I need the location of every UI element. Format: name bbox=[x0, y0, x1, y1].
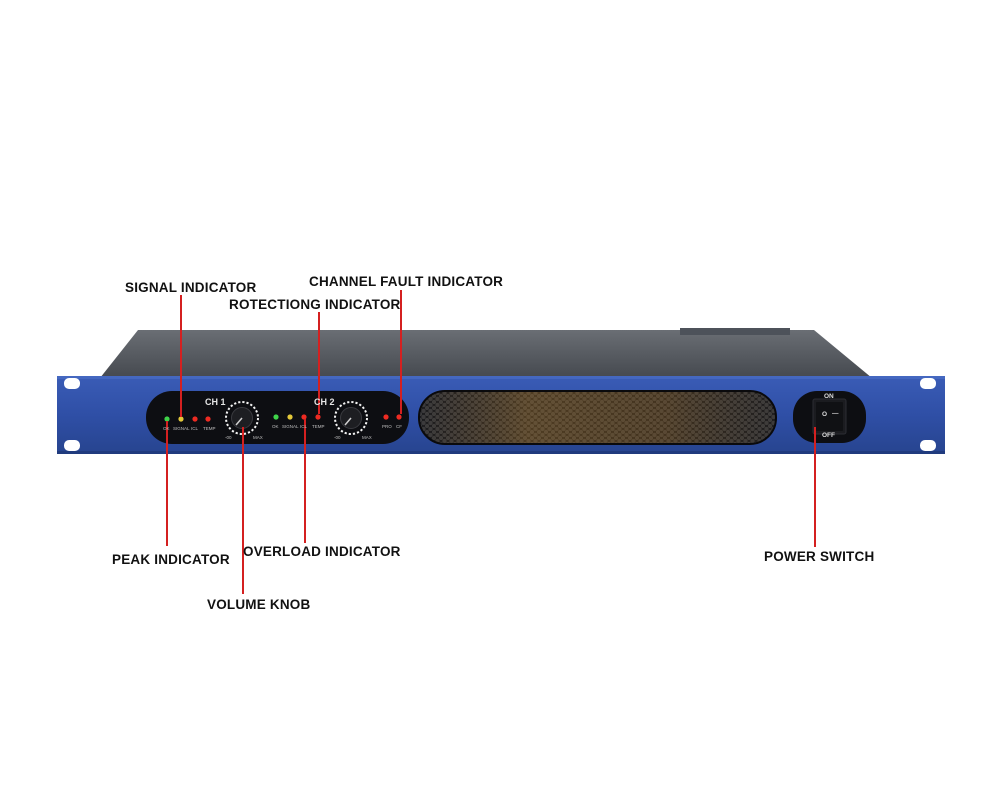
led-ok-ch1 bbox=[164, 416, 170, 422]
led-temp-ch1 bbox=[205, 416, 211, 422]
led-clip-ch1 bbox=[192, 416, 198, 422]
led-clip-ch2 bbox=[301, 414, 307, 420]
led-label-icl-ch1: ICL bbox=[191, 426, 199, 431]
led-ok-ch2 bbox=[273, 414, 279, 420]
knob-scale-ch2 bbox=[334, 401, 368, 435]
led-label-ok-ch2: OK bbox=[272, 424, 279, 429]
callout-protection-indicator: ROTECTIONG INDICATOR bbox=[229, 297, 401, 312]
callout-signal-indicator: SIGNAL INDICATOR bbox=[125, 280, 257, 295]
chassis-top bbox=[100, 330, 872, 378]
led-label-temp-ch1: TEMP bbox=[203, 426, 216, 431]
knob-max-label-ch1: MAX bbox=[253, 435, 263, 440]
knob-min-label-ch1: -00 bbox=[225, 435, 232, 440]
rack-hole bbox=[64, 440, 80, 451]
callout-channel-fault-indicator: CHANNEL FAULT INDICATOR bbox=[309, 274, 504, 289]
led-label-pro: PRO bbox=[382, 424, 392, 429]
ch1-label: CH 1 bbox=[205, 397, 226, 407]
led-signal-ch2 bbox=[287, 414, 293, 420]
switch-on-label: ON bbox=[824, 393, 834, 400]
rack-hole bbox=[64, 378, 80, 389]
led-label-signal-ch2: SIGNAL bbox=[282, 424, 299, 429]
rack-hole bbox=[920, 378, 936, 389]
led-signal-ch1 bbox=[178, 416, 184, 422]
led-label-icl-ch2: ICL bbox=[300, 424, 308, 429]
knob-max-label-ch2: MAX bbox=[362, 435, 372, 440]
switch-symbol-off: O bbox=[822, 411, 828, 418]
callout-volume-knob: VOLUME KNOB bbox=[207, 597, 311, 612]
ch2-label: CH 2 bbox=[314, 397, 335, 407]
led-protection bbox=[383, 414, 389, 420]
knob-min-label-ch2: -00 bbox=[334, 435, 341, 440]
callout-peak-indicator: PEAK INDICATOR bbox=[112, 552, 230, 567]
chassis-sticker bbox=[680, 328, 790, 335]
led-label-temp-ch2: TEMP bbox=[312, 424, 325, 429]
led-channel-fault bbox=[396, 414, 402, 420]
led-label-ok-ch1: OK bbox=[163, 426, 170, 431]
rack-hole bbox=[920, 440, 936, 451]
led-label-cf: CF bbox=[396, 424, 402, 429]
led-temp-ch2 bbox=[315, 414, 321, 420]
led-label-signal-ch1: SIGNAL bbox=[173, 426, 190, 431]
callout-overload-indicator: OVERLOAD INDICATOR bbox=[243, 544, 401, 559]
knob-scale-ch1 bbox=[225, 401, 259, 435]
callout-power-switch: POWER SWITCH bbox=[764, 549, 875, 564]
switch-symbol-on: — bbox=[832, 410, 839, 417]
leader-lines bbox=[166, 290, 816, 594]
switch-off-label: OFF bbox=[822, 432, 835, 439]
